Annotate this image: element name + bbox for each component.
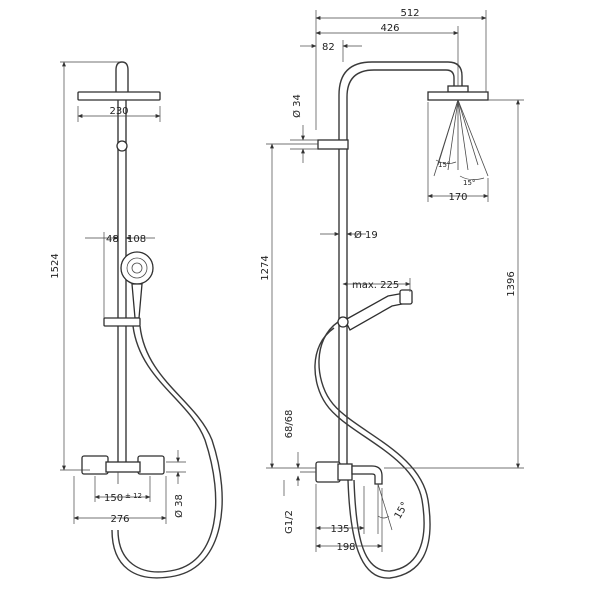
dim-34-label: Ø 34 — [291, 94, 303, 118]
front-hand-shower-core — [131, 262, 143, 274]
spray-mid-left — [447, 99, 459, 171]
dim-276-label: 276 — [110, 514, 129, 525]
dim-170-label: 170 — [448, 192, 467, 203]
dim-19-label: Ø 19 — [354, 229, 378, 241]
front-hand-shower-grip — [131, 283, 143, 319]
angle-right-arc — [459, 175, 485, 180]
dim-198-label: 198 — [336, 542, 355, 553]
spout-angle-arc — [377, 515, 390, 519]
spray-left-2 — [433, 99, 459, 177]
spray-mid-right — [457, 99, 469, 171]
side-mixer-handle — [315, 461, 341, 483]
side-spout — [351, 465, 383, 485]
dim-38-label: Ø 38 — [173, 494, 185, 518]
dim-225-label: max. 225 — [352, 280, 399, 291]
side-slider — [337, 316, 349, 328]
dim-512-label: 512 — [400, 8, 419, 19]
front-slider — [103, 317, 141, 327]
dim-108-label: 108 — [127, 234, 146, 245]
dim-150-tol: ± 12 — [125, 492, 142, 500]
dim-g12-label: G1/2 — [284, 510, 295, 534]
angle-right-label: 15° — [463, 179, 475, 187]
dim-1524-label: 1524 — [50, 253, 61, 278]
side-hand-shower-head — [399, 289, 413, 305]
front-hose-outer — [111, 325, 223, 579]
spout-angle-label: 15° — [393, 500, 411, 521]
side-hose — [318, 321, 431, 579]
dim-48-label: 48 — [106, 234, 119, 245]
front-mixer-left-handle — [81, 455, 109, 475]
angle-left-label: 15° — [438, 161, 450, 169]
dim-230-label: 230 — [109, 106, 128, 117]
front-hand-shower-face — [126, 257, 148, 279]
spout-angle-line — [377, 483, 393, 531]
front-arm-top — [115, 61, 129, 92]
dim-1396-label: 1396 — [506, 271, 517, 296]
side-arm-outer — [338, 61, 463, 140]
front-hand-shower — [120, 251, 154, 285]
side-overhead-shower — [427, 91, 489, 101]
spray-right-1 — [457, 99, 479, 166]
front-mixer-body — [105, 461, 141, 473]
front-overhead-shower — [77, 91, 161, 101]
front-hose — [117, 325, 217, 573]
dim-135-label: 135 — [330, 524, 349, 535]
side-hose-inner — [314, 327, 425, 572]
dim-1274-label: 1274 — [260, 255, 271, 280]
front-mixer-right-handle — [137, 455, 165, 475]
dim-68-label: 68/68 — [284, 410, 295, 439]
spray-right-2 — [457, 99, 489, 177]
dim-150-label: 150 — [104, 493, 123, 504]
dim-82-label: 82 — [322, 42, 335, 53]
dim-426-label: 426 — [380, 23, 399, 34]
side-mixer-body — [337, 463, 353, 481]
angle-left-arc — [435, 159, 457, 164]
front-view: 1524 230 48 108 150 ± 12 276 Ø 38 — [50, 61, 223, 579]
side-rail-bracket — [317, 139, 349, 150]
side-head-neck — [447, 85, 469, 93]
side-view: 512 426 82 Ø 34 Ø 19 max. 225 15° 15° 17… — [260, 8, 524, 579]
side-arm-inner — [346, 69, 455, 140]
front-rail-joint — [116, 140, 128, 152]
